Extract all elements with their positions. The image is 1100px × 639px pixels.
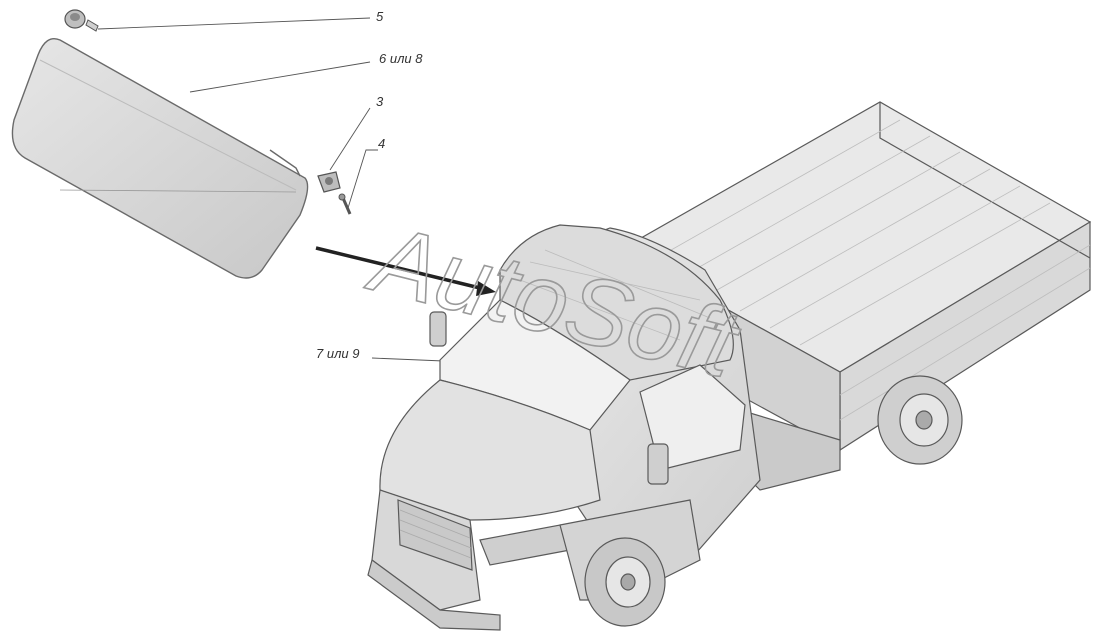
callout-4: 4 bbox=[378, 136, 386, 151]
part-5-clip bbox=[64, 9, 99, 32]
callout-3: 3 bbox=[376, 94, 384, 109]
watermark-text: AutoSoft bbox=[358, 215, 749, 399]
truck bbox=[367, 101, 1092, 631]
callout-7-or-9: 7 или 9 bbox=[316, 346, 360, 361]
watermark: AutoSoft bbox=[357, 215, 750, 400]
callout-6-or-8: 6 или 8 bbox=[379, 51, 423, 66]
part-3-bracket bbox=[317, 171, 341, 193]
part-4-screw bbox=[338, 193, 352, 215]
sun-visor bbox=[11, 37, 309, 279]
install-arrow bbox=[315, 246, 496, 296]
callout-5: 5 bbox=[376, 9, 384, 24]
